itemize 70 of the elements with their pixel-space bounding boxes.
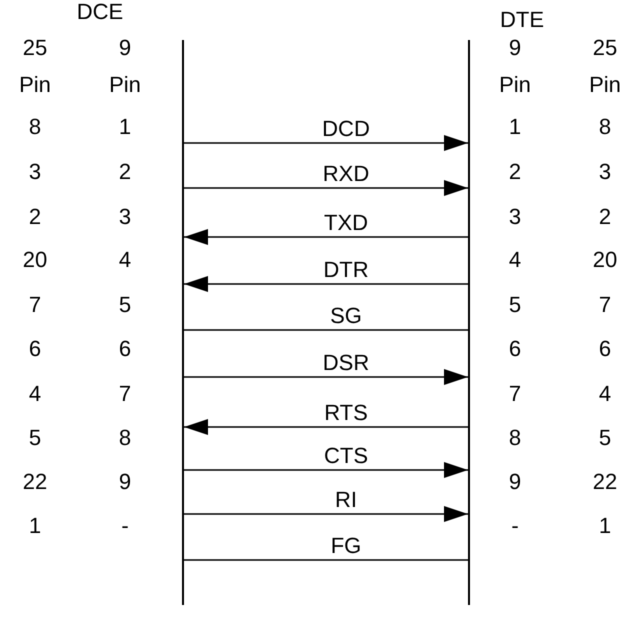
edge-label: RTS bbox=[324, 402, 368, 424]
pin-number: 5 bbox=[598, 427, 612, 449]
pin-number: 5 bbox=[508, 294, 522, 316]
pin-number: 2 bbox=[598, 206, 612, 228]
pin-number: - bbox=[121, 515, 129, 537]
arrow bbox=[184, 462, 468, 478]
pin-number: 3 bbox=[598, 161, 612, 183]
pin-number: 4 bbox=[598, 383, 612, 405]
pin-number: 2 bbox=[118, 161, 132, 183]
side-heading: DCE bbox=[76, 1, 124, 23]
edge-label: DTR bbox=[323, 259, 369, 281]
pin-number: 22 bbox=[592, 471, 618, 493]
column-heading: 9 bbox=[508, 37, 522, 59]
pin-number: 7 bbox=[118, 383, 132, 405]
pin-number: 8 bbox=[508, 427, 522, 449]
pin-number: 2 bbox=[508, 161, 522, 183]
pin-number: 1 bbox=[118, 116, 132, 138]
pin-number: - bbox=[511, 515, 519, 537]
pin-number: 7 bbox=[28, 294, 42, 316]
edge-label: TXD bbox=[324, 212, 368, 234]
line bbox=[184, 559, 468, 561]
edge-label: SG bbox=[330, 305, 362, 327]
arrow bbox=[184, 135, 468, 151]
pin-number: 1 bbox=[508, 116, 522, 138]
side-heading: DTE bbox=[500, 9, 544, 31]
edge-label: FG bbox=[330, 535, 362, 557]
column-heading: 25 bbox=[592, 37, 618, 59]
arrow bbox=[184, 180, 468, 196]
column-heading: Pin bbox=[589, 74, 621, 96]
edge-label: RI bbox=[335, 489, 357, 511]
line bbox=[184, 329, 468, 331]
pin-number: 4 bbox=[118, 249, 132, 271]
pin-number: 6 bbox=[508, 338, 522, 360]
pin-number: 3 bbox=[118, 206, 132, 228]
pin-number: 9 bbox=[118, 471, 132, 493]
pin-number: 20 bbox=[592, 249, 618, 271]
column-heading: Pin bbox=[109, 74, 141, 96]
edge-label: RXD bbox=[322, 163, 370, 185]
column-heading: 9 bbox=[118, 37, 132, 59]
column-heading: Pin bbox=[499, 74, 531, 96]
pin-number: 1 bbox=[28, 515, 42, 537]
pin-number: 9 bbox=[508, 471, 522, 493]
pin-number: 3 bbox=[508, 206, 522, 228]
pin-number: 7 bbox=[508, 383, 522, 405]
edge-label: DCD bbox=[322, 118, 370, 140]
pin-number: 6 bbox=[28, 338, 42, 360]
pin-number: 4 bbox=[28, 383, 42, 405]
pin-number: 6 bbox=[118, 338, 132, 360]
column-heading: Pin bbox=[19, 74, 51, 96]
arrow bbox=[184, 506, 468, 522]
column-heading: 25 bbox=[22, 37, 48, 59]
arrow bbox=[184, 369, 468, 385]
pin-number: 6 bbox=[598, 338, 612, 360]
pin-number: 8 bbox=[598, 116, 612, 138]
pin-number: 8 bbox=[28, 116, 42, 138]
edge-label: DSR bbox=[322, 352, 370, 374]
pin-number: 22 bbox=[22, 471, 48, 493]
arrow bbox=[184, 229, 468, 245]
pin-number: 1 bbox=[598, 515, 612, 537]
pin-number: 5 bbox=[118, 294, 132, 316]
pin-number: 4 bbox=[508, 249, 522, 271]
arrow bbox=[184, 276, 468, 292]
pin-number: 7 bbox=[598, 294, 612, 316]
pin-number: 3 bbox=[28, 161, 42, 183]
edge-label: CTS bbox=[324, 445, 368, 467]
pin-number: 8 bbox=[118, 427, 132, 449]
arrow bbox=[184, 419, 468, 435]
pin-number: 2 bbox=[28, 206, 42, 228]
pin-number: 20 bbox=[22, 249, 48, 271]
pin-number: 5 bbox=[28, 427, 42, 449]
